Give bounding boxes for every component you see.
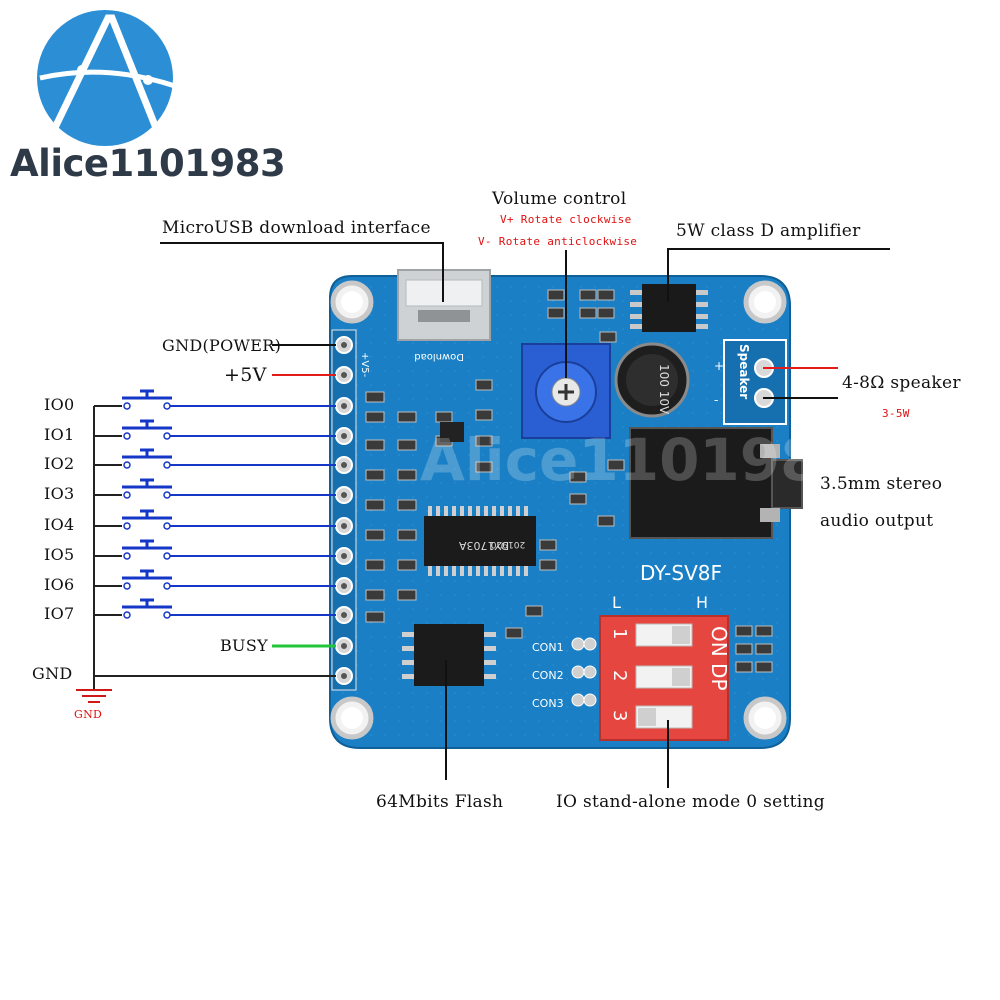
io-pin-label: IO0: [44, 395, 75, 414]
v5-pin-label: +5V: [224, 364, 267, 386]
logo-A-circle-icon: [37, 10, 176, 146]
leader-lines: [160, 242, 890, 788]
header-label: +V5-: [359, 352, 370, 378]
io-pin-label: IO7: [44, 604, 75, 623]
microusb-label: MicroUSB download interface: [162, 218, 431, 238]
dip-number-2: 2: [609, 670, 630, 681]
electrolytic-capacitor: 100 10V: [614, 342, 690, 418]
io-pin-label: IO1: [44, 425, 75, 444]
svg-text:DY1703A: DY1703A: [458, 539, 509, 552]
io-rows: [94, 389, 336, 619]
io-pin-label: IO5: [44, 545, 75, 564]
push-button-icon: [122, 539, 172, 560]
transistor: [440, 422, 464, 442]
svg-text:+: +: [714, 359, 724, 373]
con-pads: [571, 637, 597, 707]
io-row-2: [94, 448, 336, 469]
io-row-3: [94, 478, 336, 499]
dip-number-1: 1: [609, 628, 630, 639]
dip-setting-label: IO stand-alone mode 0 setting: [556, 792, 825, 812]
io-row-4: [94, 509, 336, 530]
speaker-board-label: Speaker: [737, 344, 751, 399]
io-row-5: [94, 539, 336, 560]
dip-number-3: 3: [609, 710, 630, 721]
logo-text: Alice1101983: [10, 142, 286, 185]
push-button-icon: [122, 569, 172, 590]
io-wiring: [76, 406, 336, 703]
push-button-icon: [122, 448, 172, 469]
push-button-icon: [122, 478, 172, 499]
io-pin-label: IO6: [44, 575, 75, 594]
switch-low-label: L: [612, 593, 621, 612]
switch-high-label: H: [696, 593, 708, 612]
mounting-hole: [743, 280, 787, 324]
pin-header: [331, 329, 357, 691]
pcb-board: +V5- Download: [329, 269, 861, 749]
decoder-chip: DY1703A 201920: [424, 506, 536, 576]
board-model: DY-SV8F: [640, 561, 722, 585]
dip-switch[interactable]: [599, 615, 729, 741]
download-label: Download: [414, 351, 464, 362]
io-row-7: [94, 598, 336, 619]
mounting-hole: [330, 280, 374, 324]
volume-minus-label: V- Rotate anticlockwise: [478, 235, 638, 248]
watermark: Alice1101983: [420, 426, 861, 494]
con1-label: CON1: [532, 641, 564, 654]
svg-text:201920: 201920: [491, 539, 526, 549]
audio-output-line1: 3.5mm stereo: [820, 474, 943, 494]
flash-label: 64Mbits Flash: [376, 792, 504, 812]
speaker-label: 4-8Ω speaker: [842, 373, 961, 393]
svg-text:-: -: [714, 393, 718, 407]
audio-output-line2: audio output: [820, 511, 934, 531]
mounting-hole: [743, 696, 787, 740]
mounting-hole: [330, 696, 374, 740]
push-button-icon: [122, 389, 172, 410]
io-row-6: [94, 569, 336, 590]
speaker-terminal: Speaker + -: [714, 339, 787, 425]
busy-pin-label: BUSY: [220, 636, 268, 655]
flash-chip: [402, 624, 496, 686]
volume-plus-label: V+ Rotate clockwise: [500, 213, 632, 226]
speaker-power-label: 3-5W: [882, 407, 910, 420]
io-pin-label: IO3: [44, 484, 75, 503]
audio-jack: [629, 427, 803, 539]
con3-label: CON3: [532, 697, 564, 710]
gnd-power-pin-label: GND(POWER): [162, 336, 282, 355]
amplifier-label: 5W class D amplifier: [676, 221, 861, 241]
svg-text:100 10V: 100 10V: [657, 364, 671, 415]
con2-label: CON2: [532, 669, 564, 682]
ground-symbol-icon: [76, 689, 112, 703]
push-button-icon: [122, 419, 172, 440]
push-button-icon: [122, 598, 172, 619]
volume-control-label: Volume control: [492, 189, 627, 209]
io-row-0: [94, 389, 336, 410]
dip-on-text: ON DP: [707, 626, 731, 691]
io-pin-label: IO4: [44, 515, 75, 534]
io-row-1: [94, 419, 336, 440]
push-button-icon: [122, 509, 172, 530]
gnd-pin-label: GND: [32, 664, 73, 683]
io-pin-label: IO2: [44, 454, 75, 473]
gnd-symbol-label: GND: [74, 708, 103, 721]
